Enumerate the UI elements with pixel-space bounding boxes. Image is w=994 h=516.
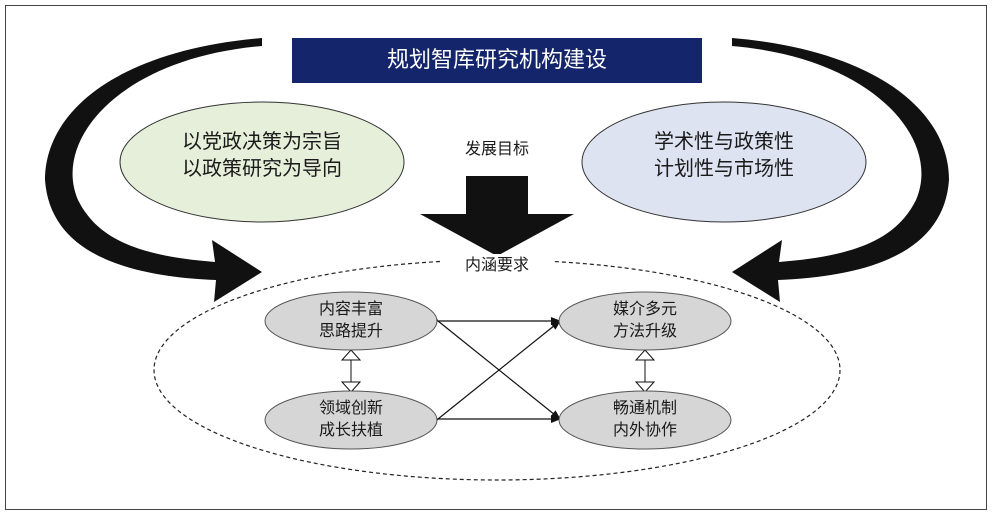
- left-curved-arrow: [45, 38, 262, 302]
- right-oval-text: 学术性与政策性 计划性与市场性: [592, 128, 856, 182]
- node-top-left: [264, 291, 438, 351]
- connector-diag-2: [428, 320, 561, 428]
- node-bottom-left-line1: 领域创新: [318, 398, 383, 417]
- node-bottom-left: [264, 390, 438, 450]
- node-top-right-text: 媒介多元 方法升级: [585, 298, 705, 341]
- node-top-right: [558, 291, 732, 351]
- right-oval-line1: 学术性与政策性: [654, 129, 794, 153]
- title-text: 规划智库研究机构建设: [386, 48, 607, 73]
- dashed-ellipse: [153, 259, 841, 481]
- down-arrow: [420, 176, 574, 256]
- title-bar: [292, 38, 702, 83]
- goal-label: 发展目标: [464, 139, 529, 158]
- node-bottom-right-text: 畅通机制 内外协作: [585, 397, 705, 440]
- right-curved-arrow: [732, 38, 949, 302]
- node-bottom-left-text: 领域创新 成长扶植: [291, 397, 411, 440]
- node-bottom-left-line2: 成长扶植: [318, 419, 383, 439]
- node-bottom-right-line2: 内外协作: [612, 419, 677, 439]
- left-oval: [119, 101, 405, 223]
- right-oval: [581, 101, 867, 223]
- node-top-left-line1: 内容丰富: [318, 299, 383, 318]
- node-bottom-right: [558, 390, 732, 450]
- node-top-left-text: 内容丰富 思路提升: [291, 298, 411, 341]
- left-oval-text: 以党政决策为宗旨 以政策研究为导向: [130, 128, 394, 182]
- node-bottom-right-line1: 畅通机制: [612, 398, 677, 417]
- inner-label: 内涵要求: [440, 254, 554, 276]
- left-oval-line2: 以政策研究为导向: [182, 156, 342, 180]
- node-top-right-line1: 媒介多元: [612, 299, 677, 318]
- diagram-frame: [5, 5, 987, 510]
- right-oval-line2: 计划性与市场性: [654, 156, 794, 180]
- node-top-right-line2: 方法升级: [612, 320, 677, 340]
- node-top-left-line2: 思路提升: [318, 320, 383, 340]
- left-oval-line1: 以党政决策为宗旨: [182, 129, 342, 153]
